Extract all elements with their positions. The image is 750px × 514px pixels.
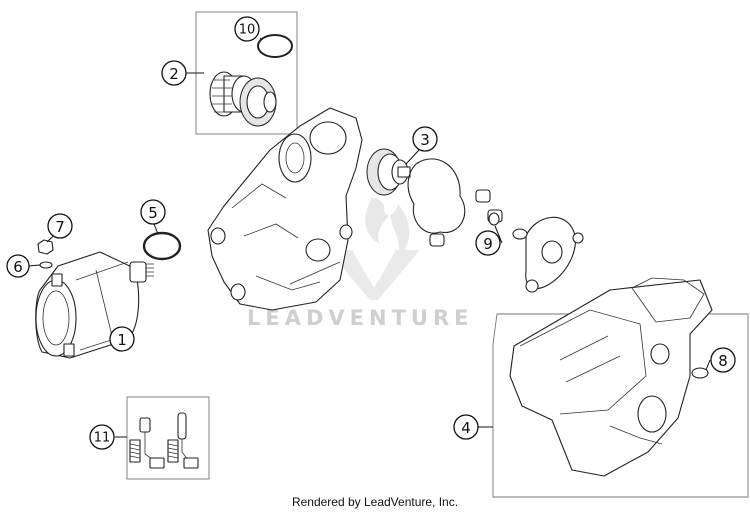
- bushings: [429, 189, 503, 247]
- callout-10-label: 10: [239, 23, 256, 38]
- washer-8: [691, 367, 709, 379]
- watermark-text: LEADVENTURE: [247, 306, 473, 330]
- flame-logo-icon: [328, 198, 420, 300]
- starter-drive-gear: [209, 71, 277, 127]
- carbon-brush-group-box: [126, 396, 210, 480]
- callout-7-label: 7: [55, 218, 65, 236]
- callout-5-label: 5: [148, 204, 158, 222]
- seal-ring-9: [488, 212, 500, 226]
- ignition-cover: [509, 277, 713, 477]
- callout-2[interactable]: 2: [161, 60, 187, 86]
- footer-credit: Rendered by LeadVenture, Inc.: [291, 495, 459, 509]
- callout-2-label: 2: [169, 65, 179, 83]
- callout-7[interactable]: 7: [47, 213, 73, 239]
- washer-6: [39, 261, 53, 269]
- callout-6-label: 6: [13, 258, 23, 276]
- callout-9[interactable]: 9: [475, 230, 501, 256]
- callout-8-label: 8: [718, 352, 728, 370]
- callout-11[interactable]: 11: [89, 424, 115, 450]
- callout-1[interactable]: 1: [109, 326, 135, 352]
- starter-gear-cover: [512, 216, 584, 293]
- starter-motor: [35, 251, 154, 359]
- callout-10[interactable]: 10: [234, 16, 260, 42]
- callout-1-label: 1: [117, 331, 127, 349]
- watermark: LEADVENTURE: [247, 198, 473, 330]
- cover-gasket: [407, 158, 466, 234]
- callout-4[interactable]: 4: [453, 414, 479, 440]
- callout-9-label: 9: [483, 235, 493, 253]
- callout-8[interactable]: 8: [710, 347, 736, 373]
- callout-3-label: 3: [420, 131, 430, 149]
- idler-gear: [366, 148, 411, 196]
- callout-4-label: 4: [461, 419, 471, 437]
- callout-11-label: 11: [94, 431, 111, 446]
- o-ring-5: [142, 231, 182, 261]
- callout-3[interactable]: 3: [412, 126, 438, 152]
- nut-7: [37, 239, 54, 255]
- callout-5[interactable]: 5: [140, 199, 166, 225]
- callout-6[interactable]: 6: [6, 254, 30, 278]
- engine-case: [207, 107, 363, 311]
- carbon-brushes: [129, 412, 199, 469]
- o-ring-10: [257, 34, 293, 58]
